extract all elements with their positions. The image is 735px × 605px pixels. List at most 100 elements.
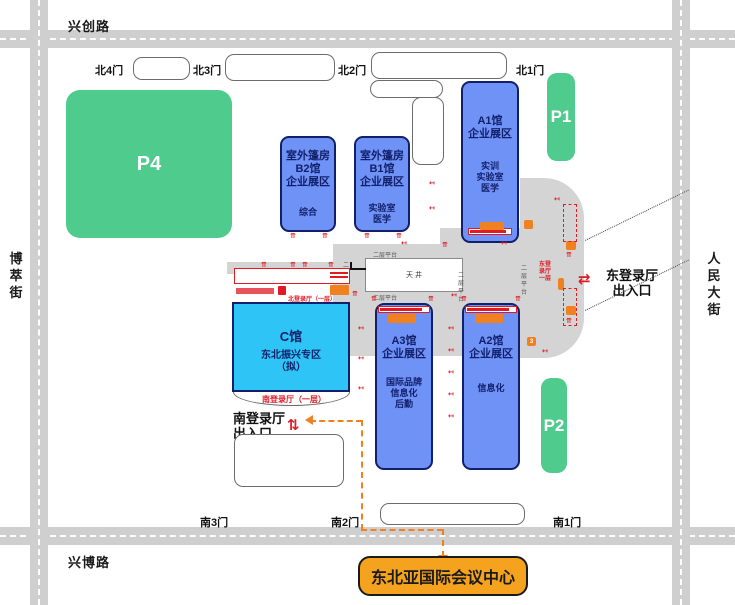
parking-p4-label: P4: [136, 152, 162, 175]
east-entrance-arrows-icon: ⇄: [578, 271, 591, 288]
gate-north-3: 北3门: [193, 65, 222, 77]
route-segment-h-top: [310, 420, 362, 422]
banner-hall-a1-logo: [480, 222, 504, 230]
stair-mark-east-2: ↤: [542, 348, 548, 355]
corridor-mark-2: ↤: [448, 347, 454, 354]
parking-p2[interactable]: P2: [541, 378, 567, 473]
east-entrance-callout-line1: 东登录厅: [606, 268, 659, 283]
corridor-mark-4: ↤: [448, 391, 454, 398]
banner-hall-a1-red: [470, 230, 506, 233]
hall-a2-title-2: 企业展区: [469, 348, 513, 360]
south-registration-curve-label: 南登录厅（一层）: [262, 395, 326, 404]
info-icon-north[interactable]: [524, 220, 533, 229]
parking-p4[interactable]: P4: [66, 90, 232, 238]
building-outline-n2b: [370, 80, 443, 98]
stair-mark-c-3: ⇈: [302, 262, 308, 269]
stair-mark-b2-1: ⇈: [290, 233, 296, 240]
info-icon-south[interactable]: 3: [527, 337, 536, 346]
building-outline-south-east: [380, 503, 525, 525]
stair-mark-b1-1: ⇈: [364, 233, 370, 240]
hall-a3-sub: 国际品牌 信息化 后勤: [385, 377, 422, 409]
connector-line-2: [350, 262, 352, 270]
east-registration-inner-label: 东登 录厅 一层: [538, 262, 551, 282]
hall-a2-title-1: A2馆: [478, 335, 504, 347]
stair-mark-east-4: ⇈: [566, 318, 572, 325]
complex-gray-east-bulge: [520, 178, 584, 358]
info-icon-east-entry[interactable]: [558, 278, 564, 290]
road-west-centerline: [38, 0, 40, 605]
corridor-left-mark-3: ↤: [358, 385, 364, 392]
corridor-mark-3: ↤: [448, 369, 454, 376]
banner-hall-c-red-2: [330, 276, 348, 278]
gate-north-2: 北2门: [338, 65, 367, 77]
hall-b2-title-3: 企业展区: [286, 176, 330, 188]
stair-mark-c-2: ⇈: [290, 262, 296, 269]
hall-b1-title-1: 室外篷房: [360, 150, 404, 162]
stair-mark-a2-top2: ⇈: [515, 296, 521, 303]
road-south-centerline: [0, 535, 735, 537]
hall-a1-title-1: A1馆: [477, 115, 503, 127]
corridor-mark-5: ↤: [448, 413, 454, 420]
platform-label-east: 二层平台: [457, 273, 464, 303]
banner-hall-c-logo-orange: [330, 285, 349, 295]
hall-b1[interactable]: 室外篷房 B1馆 企业展区 实验室 医学: [354, 136, 410, 232]
road-north-centerline: [0, 38, 735, 40]
gate-south-3: 南3门: [200, 517, 229, 529]
conference-center-label: 东北亚国际会议中心: [370, 570, 515, 587]
platform-label-lower: 二层平台: [373, 296, 398, 302]
hall-c[interactable]: C馆 东北振兴专区 （拟）: [232, 302, 350, 392]
building-outline-south: [234, 434, 344, 487]
atrium-label: 天 井: [406, 272, 422, 279]
escalator-column-north: [563, 204, 577, 242]
hall-a3[interactable]: A3馆 企业展区 国际品牌 信息化 后勤: [375, 303, 433, 470]
east-entrance-callout-line2: 出入口: [612, 283, 652, 298]
hall-b2-title-2: B2馆: [295, 163, 321, 175]
hall-c-sub-1: 东北振兴专区: [261, 350, 321, 361]
gate-south-2: 南2门: [331, 517, 360, 529]
escalator-icon-south[interactable]: [566, 306, 576, 315]
hall-c-sub-2: （拟）: [276, 362, 306, 373]
south-entrance-arrows-icon: ⇅: [287, 417, 300, 434]
stair-mark-a3-top2: ⇈: [428, 296, 434, 303]
building-outline-n2: [371, 52, 507, 79]
conference-center-box[interactable]: 东北亚国际会议中心: [358, 556, 528, 596]
stair-mark-c-1: ⇈: [261, 262, 267, 269]
stair-mark-c-4: ⇈: [328, 262, 334, 269]
hall-b2[interactable]: 室外篷房 B2馆 企业展区 综合: [280, 136, 336, 232]
hall-b1-sub: 实验室 医学: [368, 203, 396, 224]
stair-mark-gray-4: ↤: [501, 240, 507, 247]
stair-mark-a3-top: ⇈: [371, 296, 377, 303]
route-arrowhead-left: [305, 415, 313, 425]
building-outline-n2c: [412, 97, 444, 165]
parking-p1[interactable]: P1: [547, 73, 575, 161]
hall-b1-title-3: 企业展区: [360, 176, 404, 188]
escalator-icon-north[interactable]: [566, 241, 576, 250]
route-segment-h-bottom: [361, 529, 443, 531]
stair-mark-gray-2: ↤: [401, 240, 407, 247]
banner-hall-a2-red: [467, 308, 509, 311]
street-label-south: 兴博路: [68, 555, 111, 570]
gate-north-4: 北4门: [95, 65, 124, 77]
banner-hall-a2-logo: [475, 314, 503, 323]
banner-hall-c-logo-red: [278, 286, 286, 295]
stair-mark-a2-top: ⇈: [461, 296, 467, 303]
parking-p1-label: P1: [550, 107, 572, 126]
connector-line-1: [352, 268, 366, 270]
hall-a1-title-2: 企业展区: [468, 128, 512, 140]
building-outline-n3: [225, 54, 335, 81]
stair-mark-mid-1: ↤: [429, 180, 435, 187]
hall-a2[interactable]: A2馆 企业展区 信息化: [462, 303, 520, 470]
stair-mark-b1-2: ⇈: [396, 233, 402, 240]
hall-b2-sub: 综合: [298, 207, 317, 217]
escalator-column-south: [563, 288, 577, 326]
hall-a1-sub: 实训 实验室 医学: [476, 161, 504, 193]
route-segment-v-right: [442, 529, 444, 557]
building-outline-n4: [133, 57, 190, 80]
street-label-west: 博萃街: [8, 250, 24, 301]
hall-a1[interactable]: A1馆 企业展区 实训 实验室 医学: [461, 81, 519, 243]
stair-mark-mid-2: ↤: [429, 205, 435, 212]
stair-mark-gray-1: ⇈: [352, 291, 358, 298]
banner-hall-c-caption: [236, 288, 274, 294]
corridor-left-mark-1: ↤: [358, 325, 364, 332]
